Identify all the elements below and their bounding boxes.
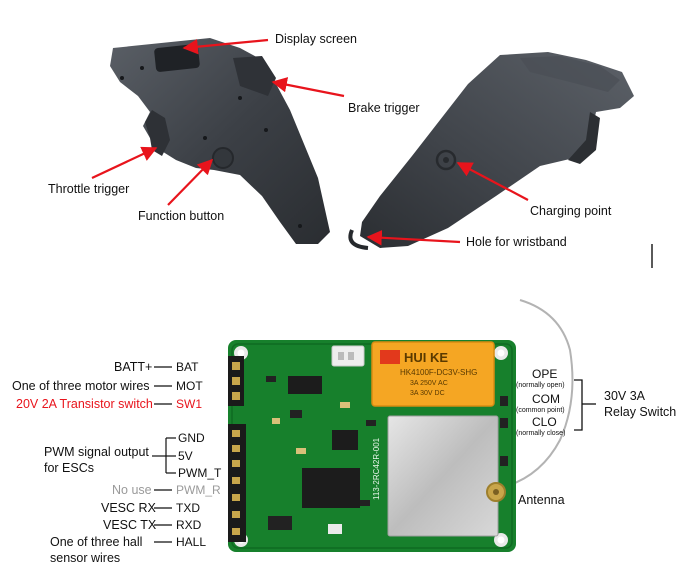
pin-gnd: GND	[178, 431, 205, 445]
desc-hall-2: sensor wires	[50, 551, 121, 565]
label-display-screen: Display screen	[275, 32, 357, 46]
desc-transistor-switch: 20V 2A Transistor switch	[16, 397, 153, 411]
pin-leader-lines	[152, 366, 176, 543]
label-brake-trigger: Brake trigger	[348, 101, 420, 115]
label-wristband-hole: Hole for wristband	[466, 235, 567, 249]
relay-spec-1: 30V 3A	[604, 389, 646, 403]
charging-point-part	[435, 149, 457, 171]
pin-pwm-t: PWM_T	[178, 466, 222, 480]
desc-pwm-output-1: PWM signal output	[44, 445, 149, 459]
wristband-hole-part	[348, 229, 369, 250]
relay-rating-2: 3A 30V DC	[410, 390, 445, 397]
pin-bat: BAT	[176, 360, 199, 374]
callout-arrows	[91, 38, 529, 246]
pin-mot: MOT	[176, 379, 203, 393]
pin-5v: 5V	[178, 449, 193, 463]
board-print: 113-2RC42R-001	[372, 437, 381, 500]
desc-batt: BATT+	[114, 360, 153, 374]
pin-txd: TXD	[176, 501, 200, 515]
desc-pwm-output-2: for ESCs	[44, 461, 95, 475]
relay-rating-1: 3A 250V AC	[410, 380, 448, 387]
label-charging-point: Charging point	[530, 204, 612, 218]
label-function-button: Function button	[138, 209, 225, 223]
pin-sw1: SW1	[176, 397, 203, 411]
label-antenna: Antenna	[518, 493, 565, 507]
relay-brand: HUI KE	[404, 350, 449, 365]
relay-clo: CLO	[532, 415, 557, 429]
pin-hall: HALL	[176, 535, 207, 549]
desc-hall-1: One of three hall	[50, 535, 143, 549]
relay-ope: OPE	[532, 367, 558, 381]
antenna-wire	[499, 299, 574, 489]
desc-no-use: No use	[112, 483, 152, 497]
relay-ope-note: (normally open)	[516, 382, 565, 389]
relay-clo-note: (normally close)	[516, 430, 566, 437]
desc-vesc-tx: VESC TX	[103, 518, 157, 532]
desc-motor-wire: One of three motor wires	[12, 379, 150, 393]
relay-com: COM	[532, 392, 560, 406]
label-throttle-trigger: Throttle trigger	[48, 182, 130, 196]
relay-model: HK4100F-DC3V-SHG	[400, 368, 478, 377]
relay-bracket	[574, 379, 596, 431]
remote-back-illustration	[348, 52, 634, 250]
relay-com-note: (common point)	[516, 407, 565, 414]
desc-vesc-rx: VESC RX	[101, 501, 156, 515]
pin-pwm-r: PWM_R	[176, 483, 221, 497]
relay-spec-2: Relay Switch	[604, 405, 677, 419]
pcb-board	[228, 340, 516, 552]
function-button-part	[212, 147, 234, 169]
pin-rxd: RXD	[176, 518, 202, 532]
